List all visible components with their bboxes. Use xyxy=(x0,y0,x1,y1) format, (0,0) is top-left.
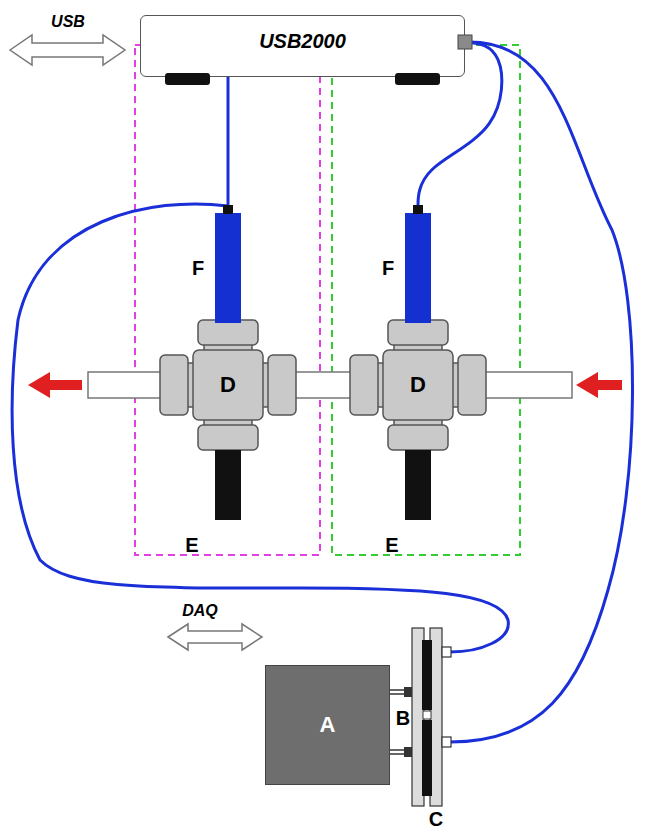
device-foot xyxy=(165,73,210,85)
label-text: E xyxy=(185,534,198,557)
device-foot xyxy=(395,73,440,85)
part-letter: E xyxy=(385,534,398,557)
probe-cap xyxy=(413,205,423,214)
cross-fitting xyxy=(350,320,486,520)
port-label: USB xyxy=(51,13,85,31)
node-text: F xyxy=(185,205,211,280)
electrode xyxy=(422,640,432,710)
node-text: USB2000 xyxy=(141,16,464,53)
optical-fiber xyxy=(227,77,230,213)
part-letter: B xyxy=(396,707,410,730)
flow-arrow xyxy=(576,372,622,398)
part-letter: C xyxy=(429,808,443,831)
probe-body xyxy=(405,213,431,323)
label-text: B xyxy=(396,707,410,730)
port-label: DAQ xyxy=(182,602,218,620)
probe-cap xyxy=(223,205,233,214)
fiber-connector xyxy=(458,35,472,49)
double-arrow xyxy=(168,624,262,650)
double-arrow xyxy=(10,35,125,65)
optical-fiber xyxy=(450,42,633,742)
fiber-port xyxy=(442,737,451,747)
fiber-probe: F xyxy=(375,205,435,323)
label-text: D xyxy=(220,372,236,398)
probe-body xyxy=(215,213,241,323)
optical-fiber xyxy=(12,204,508,652)
control-box: A xyxy=(265,665,390,785)
cross-fitting xyxy=(160,320,296,520)
label-text: C xyxy=(429,808,443,831)
fiber-port xyxy=(442,647,451,657)
plug xyxy=(404,687,412,697)
part-letter: E xyxy=(185,534,198,557)
label-text: D xyxy=(410,372,426,398)
gap xyxy=(423,711,431,719)
spectrometer-box: USB2000 xyxy=(140,15,465,77)
label-text: DAQ xyxy=(182,602,218,620)
label-text: E xyxy=(385,534,398,557)
electrode xyxy=(422,720,432,796)
part-letter: D xyxy=(410,372,426,398)
flow-arrow xyxy=(28,372,82,398)
dashed-region xyxy=(135,45,320,555)
node-text: F xyxy=(375,205,401,280)
label-text: USB xyxy=(51,13,85,31)
node-text: A xyxy=(320,712,336,738)
part-letter: D xyxy=(220,372,236,398)
fiber-probe: F xyxy=(185,205,245,323)
plug xyxy=(404,747,412,757)
